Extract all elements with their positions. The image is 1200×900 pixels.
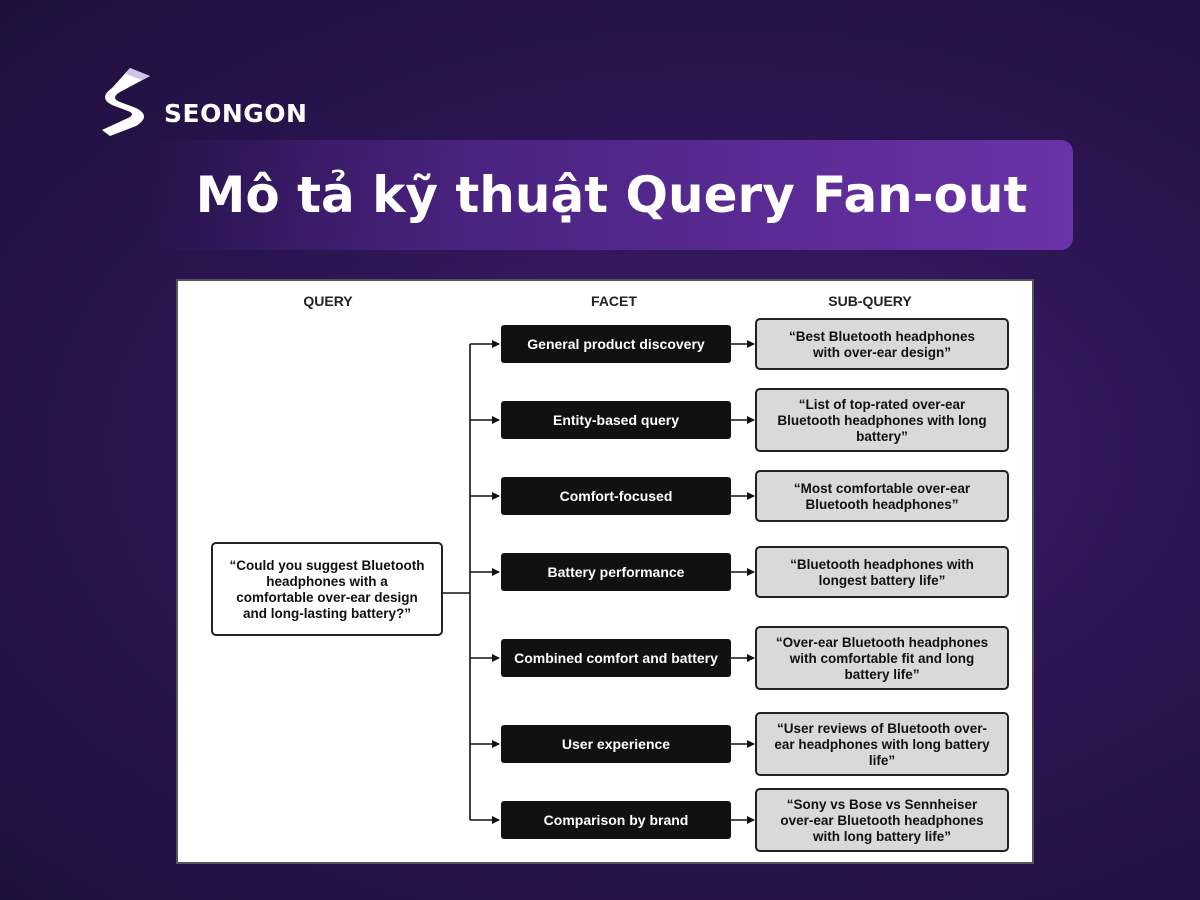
facet-label: Comfort-focused [560, 488, 673, 504]
facet-label: User experience [562, 736, 670, 752]
facet-box [501, 725, 731, 763]
facet-box [501, 325, 731, 363]
subquery-text: Bluetooth headphones” [806, 497, 959, 512]
subquery-text: with long battery life” [812, 829, 951, 844]
seongon-s-logo-icon [102, 68, 150, 136]
subquery-text: with comfortable fit and long [789, 651, 975, 666]
query-text: headphones with a [266, 574, 388, 589]
subquery-box [755, 712, 1009, 776]
subquery-text: Bluetooth headphones with long [777, 413, 986, 428]
subquery-box [755, 626, 1009, 690]
subquery-box [755, 318, 1009, 370]
facet-label: Battery performance [548, 564, 685, 580]
subquery-text: “User reviews of Bluetooth over- [777, 721, 987, 736]
query-text: comfortable over-ear design [236, 590, 418, 605]
subquery-text: “Over-ear Bluetooth headphones [776, 635, 988, 650]
facet-label: Comparison by brand [544, 812, 689, 828]
facet-row: Combined comfort and battery “Over-ear Bl… [470, 626, 1009, 690]
query-text: and long-lasting battery?” [243, 606, 411, 621]
subquery-box [755, 388, 1009, 452]
title-banner: Mô tả kỹ thuật Query Fan-out [150, 140, 1073, 250]
subquery-text: “Most comfortable over-ear [794, 481, 971, 496]
subquery-text: ear headphones with long battery [774, 737, 990, 752]
facet-row: Comparison by brand “Sony vs Bose vs Senn… [470, 788, 1009, 852]
header-query: QUERY [303, 293, 353, 309]
facet-row: General product discovery “Best Bluetooth… [470, 318, 1009, 370]
subquery-box [755, 788, 1009, 852]
subquery-box [755, 470, 1009, 522]
subquery-text: “Best Bluetooth headphones [789, 329, 975, 344]
subquery-text: “Sony vs Bose vs Sennheiser [787, 797, 978, 812]
facet-label: General product discovery [527, 336, 705, 352]
header-subquery: SUB-QUERY [828, 293, 912, 309]
page-title: Mô tả kỹ thuật Query Fan-out [195, 166, 1028, 224]
query-fanout-diagram: QUERY FACET SUB-QUERY “Could you suggest… [176, 279, 1034, 864]
facet-row: User experience “User reviews of Bluetoot… [470, 712, 1009, 776]
facet-rows: General product discovery “Best Bluetooth… [470, 318, 1009, 852]
subquery-box [755, 546, 1009, 598]
subquery-text: battery life” [844, 667, 919, 682]
header-facet: FACET [591, 293, 637, 309]
brand-name: SEONGON [164, 98, 308, 128]
subquery-text: with over-ear design” [812, 345, 951, 360]
query-box [211, 542, 443, 636]
diagram-canvas: QUERY FACET SUB-QUERY “Could you suggest… [211, 293, 1009, 852]
query-text: “Could you suggest Bluetooth [230, 558, 425, 573]
facet-label: Entity-based query [553, 412, 679, 428]
subquery-text: longest battery life” [819, 573, 946, 588]
connectors [442, 344, 471, 820]
subquery-text: “List of top-rated over-ear [799, 397, 966, 412]
facet-label: Combined comfort and battery [514, 650, 718, 666]
facet-box [501, 639, 731, 677]
facet-box [501, 401, 731, 439]
subquery-text: “Bluetooth headphones with [790, 557, 974, 572]
facet-row: Comfort-focused “Most comfortable over-ea… [470, 470, 1009, 522]
subquery-text: life” [869, 753, 895, 768]
facet-box [501, 801, 731, 839]
facet-box [501, 553, 731, 591]
subquery-text: over-ear Bluetooth headphones [780, 813, 983, 828]
facet-box [501, 477, 731, 515]
facet-row: Battery performance “Bluetooth headphones… [470, 546, 1009, 598]
facet-row: Entity-based query “List of top-rated ove… [470, 388, 1009, 452]
brand: SEONGON [96, 66, 307, 138]
subquery-text: battery” [856, 429, 908, 444]
